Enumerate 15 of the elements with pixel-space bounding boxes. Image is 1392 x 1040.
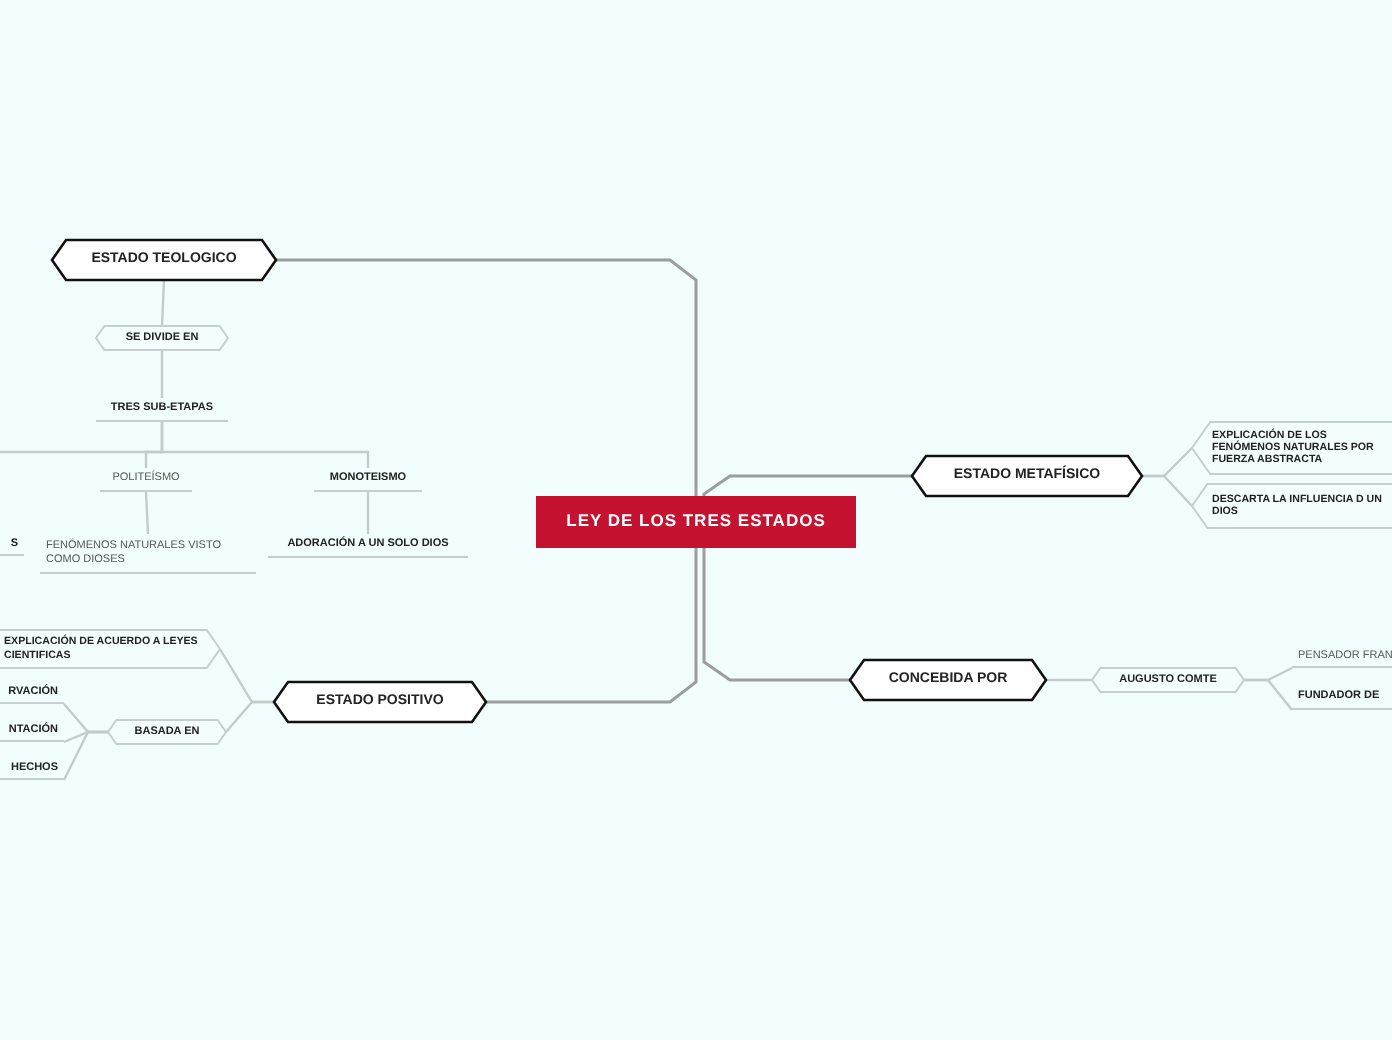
connector-line (62, 730, 108, 781)
connector-line (276, 258, 698, 496)
connector-line (702, 474, 912, 497)
connector-line (160, 422, 370, 470)
connector-line (486, 548, 698, 704)
central-topic: LEY DE LOS TRES ESTADOS (536, 496, 856, 548)
connector-line (366, 492, 370, 534)
connector-line (1244, 678, 1293, 711)
connector-line (160, 350, 164, 398)
connector-line (160, 279, 166, 327)
connector-line (1142, 474, 1193, 507)
connector-line (702, 548, 850, 682)
connector-line (225, 700, 274, 733)
connector-line (1046, 678, 1092, 682)
connector-line (144, 491, 150, 535)
